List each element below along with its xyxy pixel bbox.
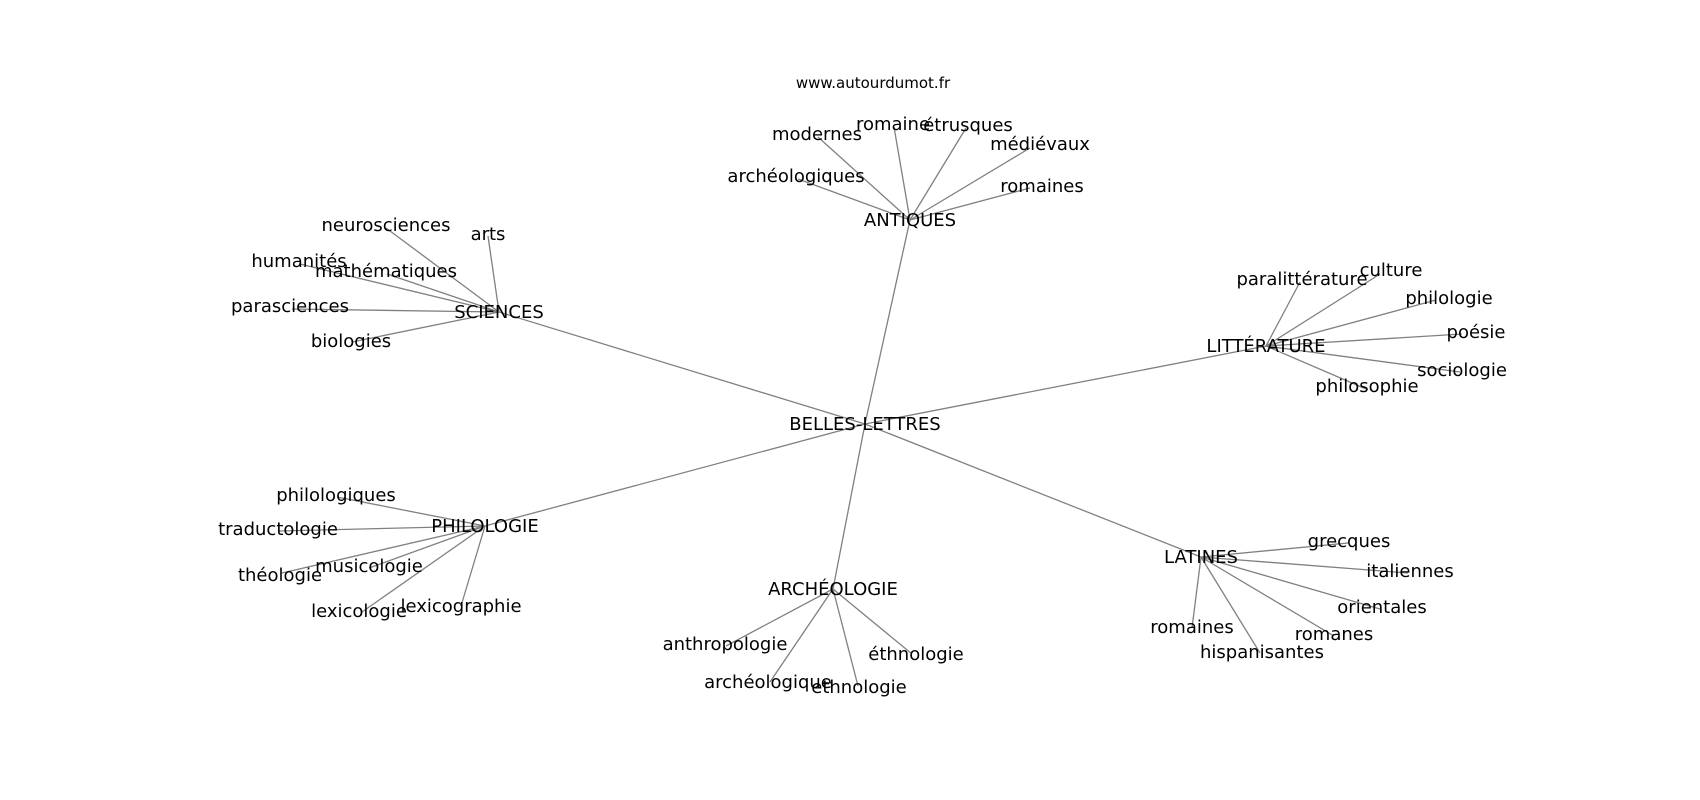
edge-archeologie-anthropologie [725,588,834,647]
edge-antiques-medievaux [909,147,1031,221]
edge-philologie-traductologie [278,525,486,532]
node-leaf-litterature-philosophie[interactable]: philosophie [1315,376,1418,397]
edge-archeologie-ethnologie [832,588,913,655]
edge-philologie-philologiques [336,496,486,527]
node-leaf-antiques-modernes[interactable]: modernes [772,124,862,145]
node-leaf-sciences-mathematiques[interactable]: mathématiques [315,261,457,282]
node-leaf-sciences-parasciences[interactable]: parasciences [231,296,349,317]
edge-sciences-mathematiques [386,273,500,313]
edge-sciences-arts [487,235,500,313]
node-hub-philologie[interactable]: PHILOLOGIE [431,516,538,537]
edge-latines-orientales [1200,556,1381,610]
node-hub-latines[interactable]: LATINES [1164,547,1238,568]
edge-root-antiques [864,219,911,425]
node-hub-sciences[interactable]: SCIENCES [454,302,544,323]
edge-sciences-biologies [351,311,500,343]
node-leaf-archeologie-ethnologie[interactable]: éthnologie [868,644,963,665]
node-leaf-litterature-paralitterature[interactable]: paralittérature [1236,269,1367,290]
node-leaf-latines-hispanisantes[interactable]: hispanisantes [1200,642,1324,663]
node-leaf-latines-romanes[interactable]: romanes [1295,624,1373,645]
edge-sciences-neurosciences [385,227,500,313]
edge-archeologie-ethnologie [832,588,859,687]
node-leaf-archeologie-anthropologie[interactable]: anthropologie [663,634,788,655]
node-leaf-litterature-poesie[interactable]: poésie [1447,322,1506,343]
edge-latines-hispanisantes [1200,556,1261,654]
edge-litterature-poesie [1265,333,1463,347]
node-leaf-philologie-traductologie[interactable]: traductologie [218,519,338,540]
graph-labels: www.autourdumot.fr BELLES-LETTRES ANTIQUE… [218,74,1507,698]
edge-root-archeologie [832,423,866,590]
node-leaf-philologie-lexicologie[interactable]: lexicologie [311,601,407,622]
edge-litterature-philologie [1265,299,1437,347]
edge-sciences-humanites [299,263,500,313]
edge-philologie-lexicologie [361,525,486,613]
edge-root-latines [864,423,1202,558]
source-url: www.autourdumot.fr [796,74,951,92]
node-leaf-philologie-philologiques[interactable]: philologiques [276,485,396,506]
edge-latines-romanes [1200,556,1335,637]
node-hub-archeologie[interactable]: ARCHÉOLOGIE [768,578,898,600]
node-leaf-philologie-lexicographie[interactable]: lexicographie [400,596,521,617]
edge-latines-italiennes [1200,556,1409,574]
edge-root-sciences [498,311,866,425]
edge-root-philologie [484,423,866,527]
node-leaf-antiques-medievaux[interactable]: médiévaux [990,134,1090,155]
node-leaf-litterature-culture[interactable]: culture [1360,260,1423,281]
node-leaf-antiques-archeologiques[interactable]: archéologiques [727,166,864,187]
edge-litterature-culture [1265,273,1381,347]
node-leaf-litterature-sociologie[interactable]: sociologie [1417,360,1507,381]
edge-litterature-sociologie [1265,345,1461,373]
node-leaf-sciences-neurosciences[interactable]: neurosciences [321,215,450,236]
edge-philologie-musicologie [368,525,486,569]
node-leaf-archeologie-ethnologie[interactable]: ethnologie [811,677,906,698]
node-leaf-sciences-biologies[interactable]: biologies [311,331,391,352]
node-leaf-philologie-theologie[interactable]: théologie [238,565,322,586]
edge-latines-grecques [1200,542,1349,558]
node-leaf-antiques-romaines[interactable]: romaines [1000,176,1083,197]
edge-philologie-lexicographie [460,525,486,607]
node-leaf-philologie-musicologie[interactable]: musicologie [315,556,423,577]
edge-antiques-etrusques [909,127,967,221]
edge-root-litterature [864,345,1267,425]
edge-antiques-modernes [817,136,911,221]
node-hub-litterature[interactable]: LITTÉRATURE [1206,335,1325,357]
edge-antiques-romaines [909,187,1031,221]
node-leaf-antiques-romaine[interactable]: romaine [856,114,930,135]
edge-litterature-philosophie [1265,345,1367,390]
node-leaf-latines-orientales[interactable]: orientales [1337,597,1426,618]
graph-edges [278,126,1463,687]
node-leaf-litterature-philologie[interactable]: philologie [1405,288,1492,309]
node-leaf-sciences-arts[interactable]: arts [471,224,506,245]
edge-philologie-theologie [281,525,486,574]
node-hub-antiques[interactable]: ANTIQUES [864,210,956,231]
node-leaf-latines-italiennes[interactable]: italiennes [1366,561,1453,582]
node-leaf-antiques-etrusques[interactable]: étrusques [923,115,1013,136]
edge-litterature-paralitterature [1265,281,1301,347]
node-leaf-latines-romaines[interactable]: romaines [1150,617,1233,638]
node-leaf-sciences-humanites[interactable]: humanités [251,251,346,272]
edge-latines-romaines [1191,556,1202,629]
node-root-label[interactable]: BELLES-LETTRES [789,414,940,435]
edge-sciences-parasciences [291,308,500,313]
node-leaf-latines-grecques[interactable]: grecques [1308,531,1391,552]
edge-archeologie-archeologique [769,588,834,683]
edge-antiques-archeologiques [797,178,911,221]
node-leaf-archeologie-archeologique[interactable]: archéologique [704,672,832,693]
edge-antiques-romaine [893,126,911,221]
